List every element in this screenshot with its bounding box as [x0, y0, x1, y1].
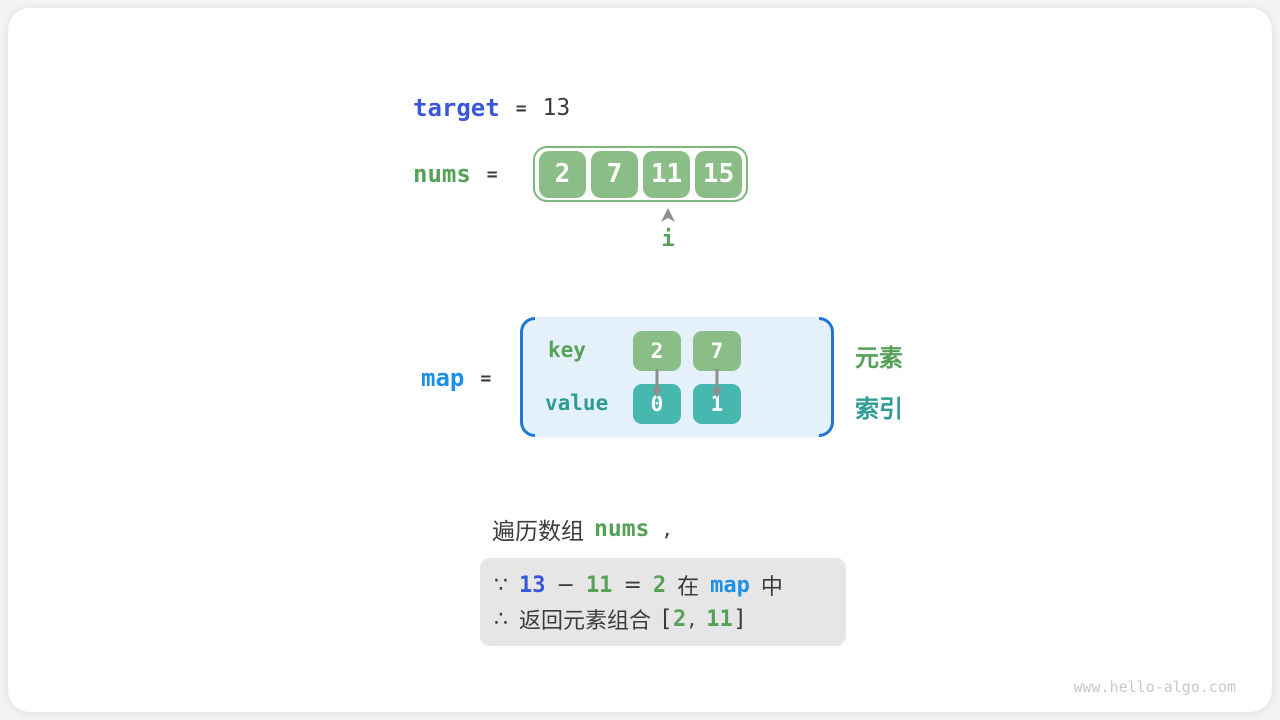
- target-line: target = 13: [413, 93, 570, 123]
- map-key-cell: 7: [693, 331, 741, 371]
- deduction-line-2: ∴ 返回元素组合 [ 2 , 11 ]: [494, 602, 846, 636]
- array-cell: 7: [591, 150, 638, 198]
- caption-comma: ,: [663, 516, 671, 542]
- result-second: 11: [706, 606, 733, 632]
- nums-line: nums =: [413, 159, 514, 189]
- equals-sign: =: [486, 163, 498, 185]
- equals-sign: =: [480, 367, 492, 389]
- deduction-box: ∵ 13 − 11 = 2 在 map 中 ∴ 返回元素组合 [ 2 , 11 …: [480, 558, 846, 646]
- site-watermark: www.hello-algo.com: [1073, 678, 1236, 696]
- target-keyword: target: [413, 94, 500, 122]
- result-first: 2: [673, 606, 687, 632]
- down-arrow-icon: [712, 369, 722, 398]
- nums-keyword: nums: [413, 160, 471, 188]
- equals-sign: =: [623, 572, 642, 598]
- element-side-label: 元素: [855, 344, 903, 372]
- array-cell: 15: [695, 150, 742, 198]
- within-word: 中: [760, 575, 783, 600]
- difference: 2: [652, 572, 667, 598]
- caption-prefix: 遍历数组: [492, 519, 584, 545]
- hash-map-container: key value 2 7 0 1: [520, 317, 834, 437]
- left-bracket: [520, 317, 535, 437]
- value-row-label: value: [545, 391, 609, 415]
- index-side-label: 索引: [855, 395, 903, 423]
- result-comma: ,: [688, 606, 696, 632]
- pointer-label: i: [661, 227, 675, 252]
- caption-line: 遍历数组 nums ,: [492, 512, 671, 546]
- caption-code: nums: [594, 516, 650, 542]
- because-symbol: ∵: [494, 572, 508, 598]
- equals-sign: =: [515, 97, 527, 119]
- therefore-symbol: ∴: [494, 606, 508, 632]
- map-line: map =: [421, 363, 507, 393]
- close-bracket: ]: [734, 606, 744, 632]
- target-value: 13: [542, 95, 571, 121]
- subtrahend: 11: [585, 572, 613, 598]
- array-cell: 11: [643, 150, 690, 198]
- minuend: 13: [519, 572, 546, 598]
- map-keyword: map: [421, 364, 465, 392]
- deduction-line-1: ∵ 13 − 11 = 2 在 map 中: [494, 568, 846, 602]
- in-word: 在: [677, 575, 700, 600]
- key-row-label: key: [548, 338, 586, 362]
- array-cell: 2: [539, 150, 586, 198]
- map-word: map: [710, 572, 750, 598]
- right-bracket: [819, 317, 834, 437]
- minus-sign: −: [556, 572, 575, 598]
- return-text: 返回元素组合: [519, 609, 652, 634]
- down-arrow-icon: [652, 369, 662, 398]
- index-pointer: i: [646, 208, 690, 252]
- map-key-cell: 2: [633, 331, 681, 371]
- nums-array: 2 7 11 15: [533, 146, 748, 202]
- up-arrowhead-icon: [661, 208, 675, 222]
- open-bracket: [: [662, 606, 671, 632]
